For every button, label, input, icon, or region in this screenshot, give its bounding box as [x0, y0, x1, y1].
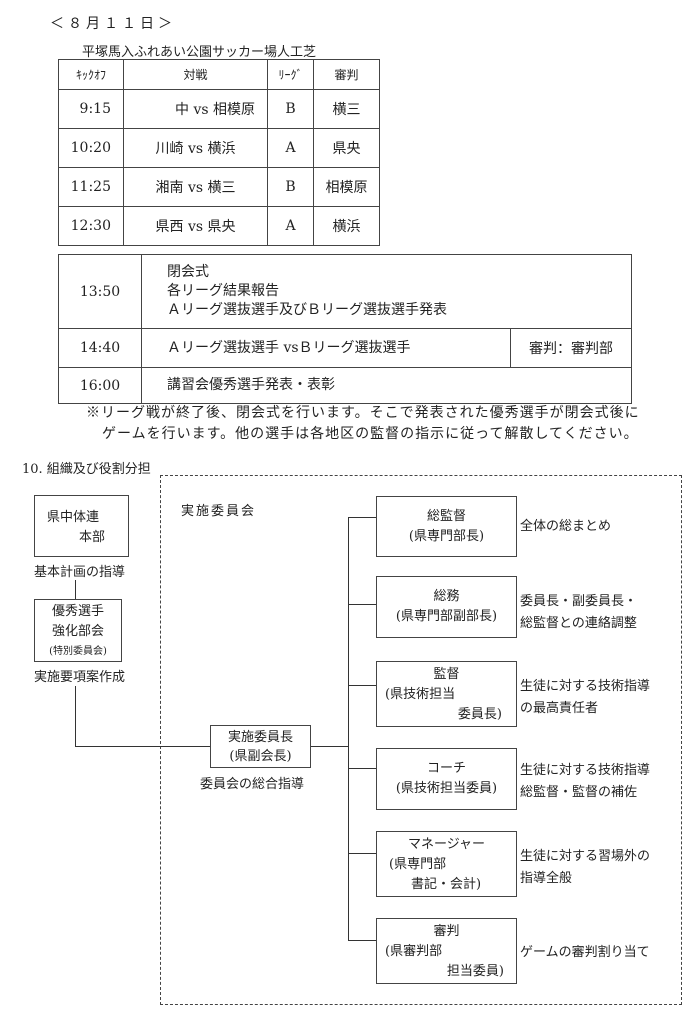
strengthen-box: 優秀選手 強化部会 (特別委員会) [34, 599, 122, 662]
connector-line [348, 517, 376, 518]
committee-label: 実施委員会 [181, 504, 257, 519]
strengthen-caption: 実施要項案作成 [34, 670, 126, 685]
kickoff-time: 12:30 [58, 206, 124, 246]
ceremony-desc: 講習会優秀選手発表・表彰 [141, 367, 632, 404]
referee-cell: 相模原 [313, 167, 380, 207]
ceremony-desc: 閉会式 各リーグ結果報告 Ａリーグ選抜選手及びＢリーグ選抜選手発表 [141, 254, 632, 329]
ceremony-referee: 審判：審判部 [510, 328, 632, 368]
role-desc: 生徒に対する技術指導 総監督・監督の補佐 [520, 763, 651, 800]
match-cell: 中 vs 相模原 [123, 89, 268, 129]
match-schedule-table: ｷｯｸｵﾌ 対戦 ﾘｰｸﾞ 審判 9:15 中 vs 相模原 B 横三 10:2… [58, 59, 380, 246]
hq-box: 県中体連 本部 [34, 495, 129, 557]
role-box-general-director: 総監督 (県専門部長) [376, 496, 517, 557]
connector-line [75, 686, 76, 746]
header-match: 対戦 [123, 59, 268, 90]
role-box-coach: コーチ (県技術担当委員) [376, 748, 517, 810]
match-cell: 県西 vs 県央 [123, 206, 268, 246]
table-row: 16:00 講習会優秀選手発表・表彰 [58, 367, 632, 404]
ceremony-desc: Ａリーグ選抜選手 vsＢリーグ選抜選手 [141, 328, 511, 368]
table-header-row: ｷｯｸｵﾌ 対戦 ﾘｰｸﾞ 審判 [58, 59, 380, 90]
header-kickoff: ｷｯｸｵﾌ [58, 59, 124, 90]
ceremony-time: 14:40 [58, 328, 142, 368]
table-row: 10:20 川崎 vs 横浜 A 県央 [58, 128, 380, 168]
ceremony-time: 16:00 [58, 367, 142, 404]
chair-caption: 委員会の総合指導 [200, 777, 305, 792]
role-desc: 生徒に対する技術指導 の最高責任者 [520, 679, 651, 716]
ceremony-schedule-table: 13:50 閉会式 各リーグ結果報告 Ａリーグ選抜選手及びＢリーグ選抜選手発表 … [58, 254, 632, 404]
table-row: 13:50 閉会式 各リーグ結果報告 Ａリーグ選抜選手及びＢリーグ選抜選手発表 [58, 254, 632, 329]
header-league: ﾘｰｸﾞ [267, 59, 314, 90]
league-cell: A [267, 206, 314, 246]
committee-frame [160, 475, 682, 1005]
connector-line [348, 685, 376, 686]
role-desc: 委員長・副委員長・ 総監督との連絡調整 [520, 594, 638, 631]
role-box-referee: 審判 (県審判部 担当委員) [376, 918, 517, 984]
connector-line [75, 746, 210, 747]
connector-line [75, 580, 76, 600]
note-text: ※リーグ戦が終了後、閉会式を行います。そこで発表された優秀選手が閉会式後に ゲー… [86, 405, 640, 442]
role-desc: 生徒に対する習場外の 指導全般 [520, 849, 651, 886]
connector-line [348, 768, 376, 769]
league-cell: B [267, 167, 314, 207]
header-referee: 審判 [313, 59, 380, 90]
venue-title: 平塚馬入ふれあい公園サッカー場人工芝 [82, 45, 317, 60]
referee-cell: 県央 [313, 128, 380, 168]
referee-cell: 横三 [313, 89, 380, 129]
match-cell: 川崎 vs 横浜 [123, 128, 268, 168]
table-row: 9:15 中 vs 相模原 B 横三 [58, 89, 380, 129]
league-cell: B [267, 89, 314, 129]
kickoff-time: 10:20 [58, 128, 124, 168]
table-row: 14:40 Ａリーグ選抜選手 vsＢリーグ選抜選手 審判：審判部 [58, 328, 632, 368]
kickoff-time: 11:25 [58, 167, 124, 207]
table-row: 11:25 湘南 vs 横三 B 相模原 [58, 167, 380, 207]
connector-line [348, 940, 376, 941]
connector-line [348, 517, 349, 940]
match-cell: 湘南 vs 横三 [123, 167, 268, 207]
role-desc: 全体の総まとめ [520, 519, 612, 534]
hq-caption: 基本計画の指導 [34, 565, 126, 580]
chair-box: 実施委員長 (県副会長) [210, 725, 311, 768]
role-box-team-manager: マネージャー (県専門部 書記・会計) [376, 831, 517, 897]
connector-line [348, 604, 376, 605]
table-row: 12:30 県西 vs 県央 A 横浜 [58, 206, 380, 246]
schedule-date: ＜８月１１日＞ [50, 16, 176, 32]
connector-line [311, 746, 348, 747]
role-box-general-affairs: 総務 (県専門部副部長) [376, 576, 517, 638]
kickoff-time: 9:15 [58, 89, 124, 129]
ceremony-time: 13:50 [58, 254, 142, 329]
connector-line [348, 853, 376, 854]
role-box-manager: 監督 (県技術担当 委員長) [376, 661, 517, 727]
referee-cell: 横浜 [313, 206, 380, 246]
role-desc: ゲームの審判割り当て [520, 945, 650, 960]
league-cell: A [267, 128, 314, 168]
section-title: 10. 組織及び役割分担 [22, 462, 151, 477]
